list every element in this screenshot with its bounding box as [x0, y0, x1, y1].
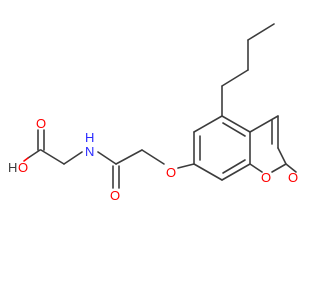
bond-c8a-o1 — [249, 163, 263, 173]
bond-o1-c2 — [271, 163, 287, 173]
structure-svg: H O O N H O O O O — [8, 23, 298, 203]
acid-oh-oxygen-label: O — [18, 160, 28, 175]
acid-oh-hydrogen-label: H — [8, 160, 17, 175]
bond-ring-c5-c4a-inner — [222, 122, 246, 137]
bond-c4a-c4 — [249, 115, 279, 133]
lactone-oxygen-label: O — [288, 170, 298, 185]
amide-nitrogen-label: N — [85, 144, 94, 159]
ring-oxygen-label: O — [261, 170, 271, 185]
bond-c3-c2 — [277, 147, 287, 165]
bond-n-c-amide — [97, 151, 117, 165]
bond-o-ether-ring — [177, 163, 195, 169]
bond-ch2-n — [63, 151, 83, 165]
bond-ring-c8a-c8 — [221, 163, 251, 181]
amide-nh-hydrogen-label: H — [85, 130, 94, 145]
bond-acid-c-ch2 — [40, 149, 65, 165]
bond-ring-c6-c5 — [193, 115, 223, 133]
bond-butyl-4 — [247, 23, 275, 41]
bond-ring-c7-c8 — [193, 163, 223, 181]
bond-acid-c-oh — [27, 149, 41, 159]
bond-ring-c5-c4a — [221, 115, 251, 133]
bond-amide-c-ch2 — [115, 149, 143, 165]
molecule-diagram: H O O N H O O O O — [8, 23, 298, 203]
bond-butyl-2 — [221, 69, 249, 87]
amide-oxygen-label: O — [110, 188, 120, 203]
bond-ch2-o-ether — [141, 149, 165, 165]
ether-oxygen-label: O — [166, 165, 176, 180]
bond-acid-c-oh-red — [23, 157, 29, 162]
bond-ring-c8a-c8-inner — [222, 159, 246, 174]
acid-carbonyl-oxygen-label: O — [36, 116, 46, 131]
bond-c2-o-double-a — [285, 163, 297, 173]
